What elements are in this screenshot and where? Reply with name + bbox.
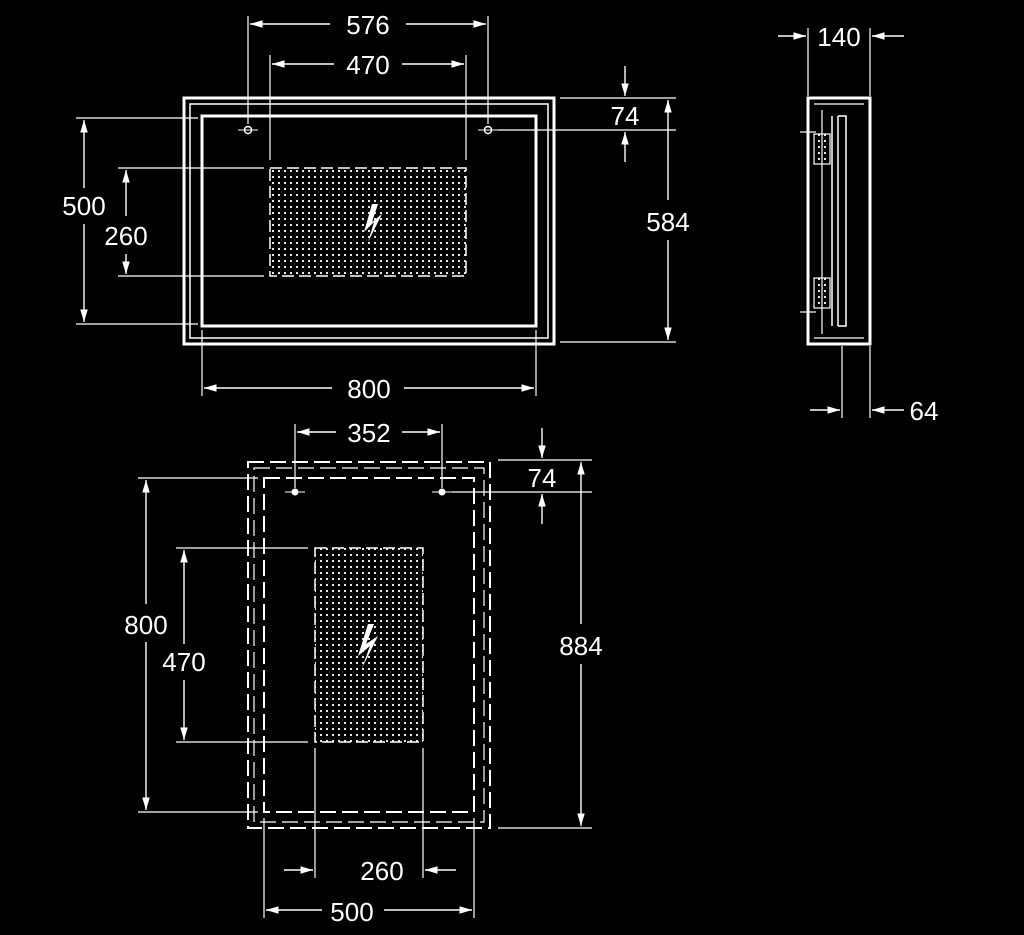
dim-label-884: 884 — [559, 631, 602, 661]
landscape-mirror-edge — [200, 114, 538, 328]
dim-352: 352 — [294, 418, 443, 488]
dim-label-352: 352 — [347, 418, 390, 448]
side-bracket-bottom — [813, 277, 831, 309]
dim-label-74-portrait: 74 — [528, 463, 557, 493]
side-view: 140 64 — [778, 22, 938, 426]
side-bracket-top — [813, 133, 831, 165]
dim-label-74-landscape: 74 — [611, 101, 640, 131]
lightning-icon — [364, 204, 382, 242]
landscape-frame-inner-edge — [189, 103, 549, 339]
dim-500-landscape: 500 — [62, 117, 198, 325]
landscape-view: 576 470 74 584 — [62, 10, 689, 404]
dim-576: 576 — [247, 10, 489, 124]
dim-584: 584 — [560, 100, 690, 343]
dim-74-landscape: 74 — [498, 66, 676, 162]
lightning-icon — [358, 624, 378, 668]
dim-label-576: 576 — [346, 10, 389, 40]
dim-label-500-portrait: 500 — [330, 897, 373, 927]
dim-label-584: 584 — [646, 207, 689, 237]
dim-label-260-portrait: 260 — [360, 856, 403, 886]
dim-470-portrait: 470 — [162, 547, 308, 743]
landscape-mount-hole-right — [478, 125, 498, 135]
dim-64: 64 — [810, 346, 938, 426]
dim-800-landscape: 800 — [201, 330, 537, 404]
dim-label-800-landscape: 800 — [347, 374, 390, 404]
dim-500-portrait: 500 — [263, 818, 475, 927]
dim-label-140: 140 — [817, 22, 860, 52]
portrait-frame-inner-edge — [253, 467, 485, 823]
dim-800-portrait: 800 — [124, 477, 258, 813]
portrait-mount-hole-right — [432, 488, 452, 496]
dim-label-800-portrait: 800 — [124, 610, 167, 640]
side-outer-box — [806, 96, 872, 346]
dim-884: 884 — [498, 462, 603, 829]
dim-140: 140 — [778, 22, 904, 96]
landscape-mount-hole-left — [238, 125, 258, 135]
portrait-mirror-edge — [263, 477, 475, 813]
dim-label-260-landscape: 260 — [104, 221, 147, 251]
dim-label-64: 64 — [910, 396, 939, 426]
portrait-outer-frame — [247, 461, 491, 829]
dim-74-portrait: 74 — [452, 428, 592, 524]
dim-label-470-top: 470 — [346, 50, 389, 80]
landscape-outer-frame — [182, 96, 556, 346]
portrait-mount-hole-left — [285, 488, 305, 496]
dim-260-landscape: 260 — [104, 167, 264, 277]
dim-label-470-portrait: 470 — [162, 647, 205, 677]
dim-label-500-landscape: 500 — [62, 191, 105, 221]
dim-260-portrait: 260 — [284, 748, 456, 886]
portrait-view: 352 74 884 800 — [124, 418, 602, 927]
dim-470-top: 470 — [269, 50, 467, 160]
